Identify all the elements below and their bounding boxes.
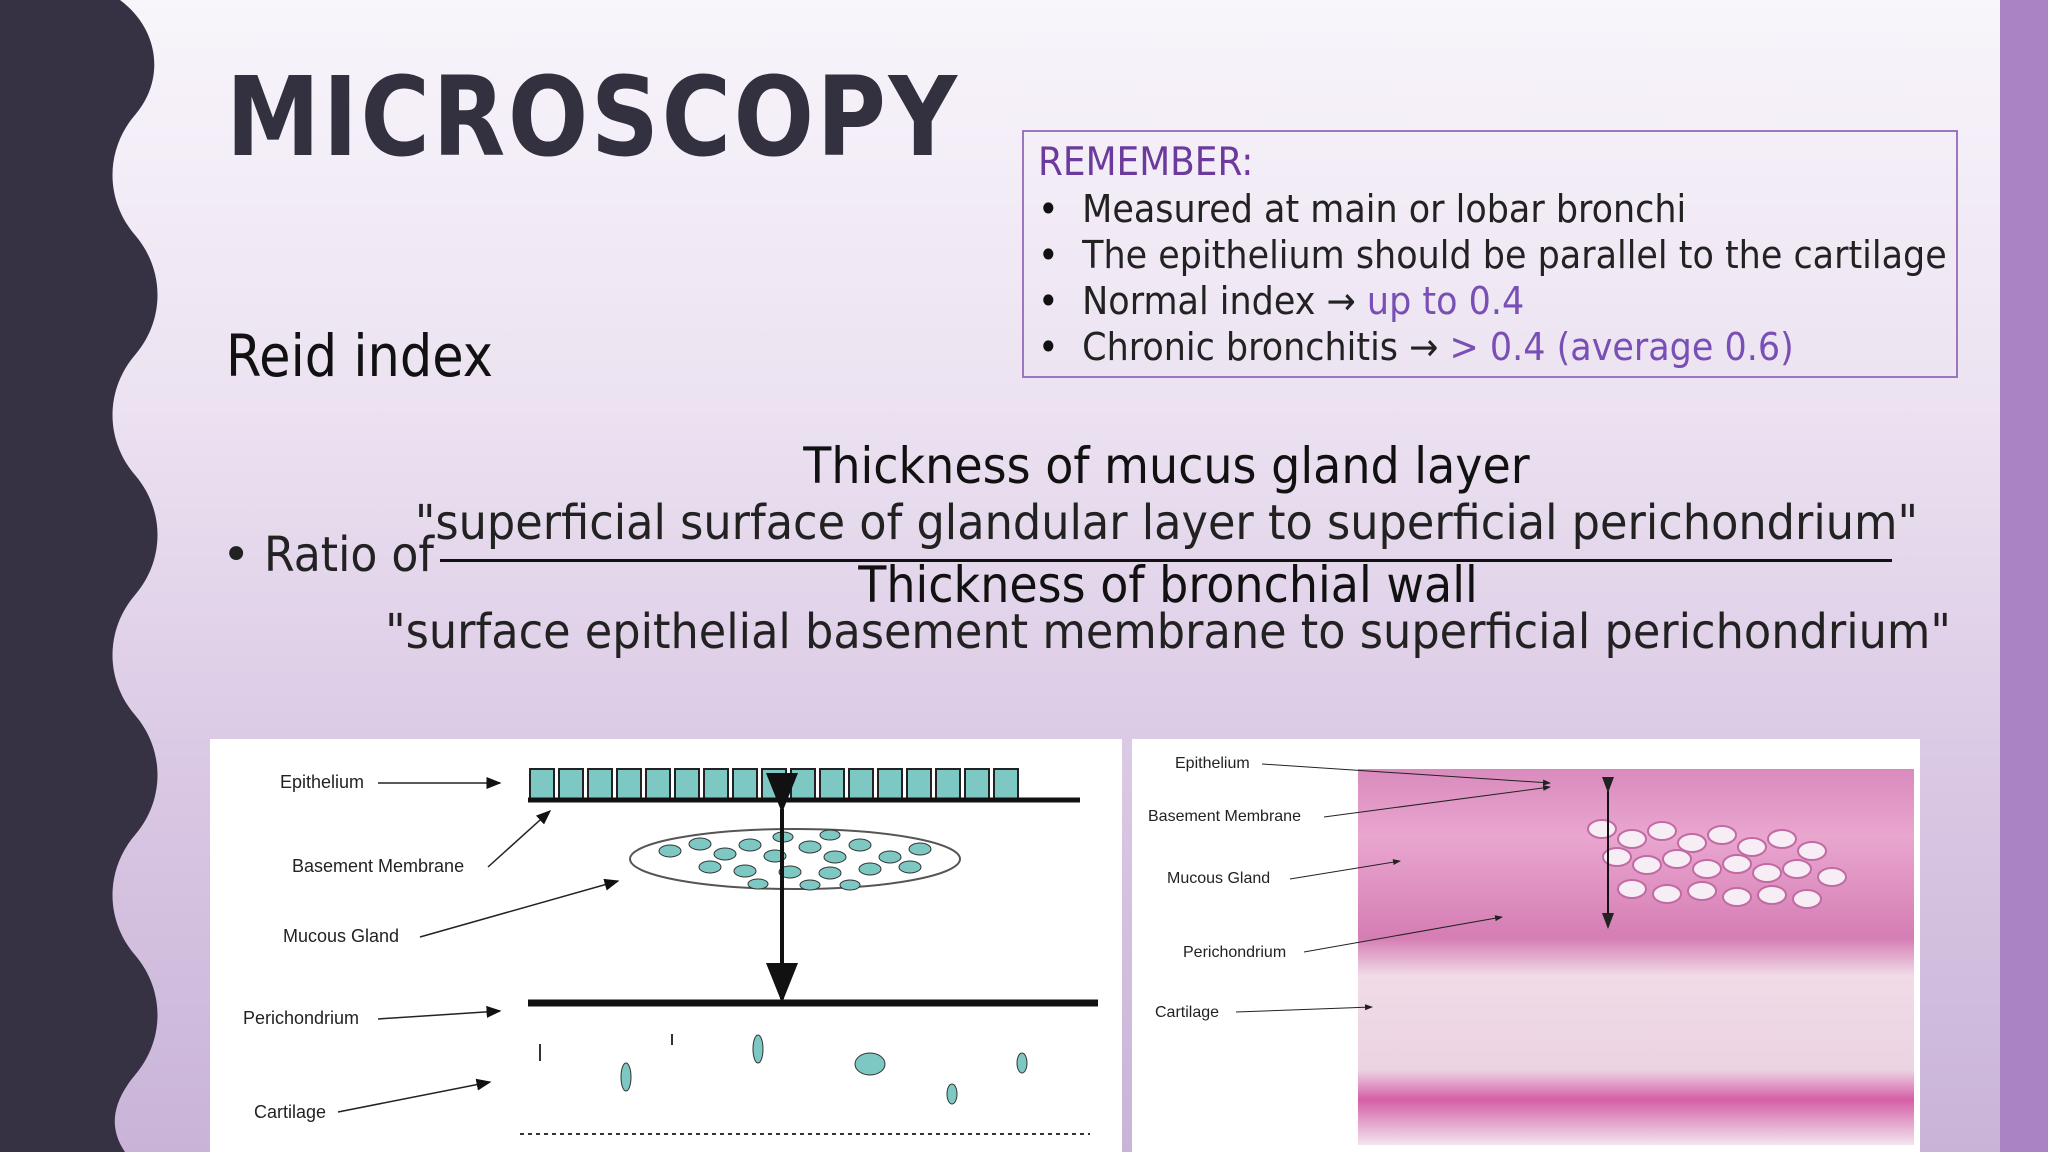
label-mucous-gland: Mucous Gland	[1167, 870, 1270, 887]
schematic-diagram: Epithelium Basement Membrane Mucous Glan…	[210, 739, 1122, 1152]
epithelium-cells	[528, 769, 1080, 800]
label-perichondrium: Perichondrium	[243, 1008, 359, 1028]
histology-svg: Epithelium Basement Membrane Mucous Glan…	[1132, 739, 1920, 1152]
label-basement-membrane: Basement Membrane	[292, 856, 464, 876]
tissue-section	[1358, 769, 1914, 1145]
label-mucous-gland: Mucous Gland	[283, 926, 399, 946]
label-perichondrium: Perichondrium	[1183, 944, 1286, 961]
mucous-gland	[630, 829, 960, 890]
reid-formula: • Ratio of Thickness of mucus gland laye…	[0, 0, 2048, 700]
label-cartilage: Cartilage	[1155, 1004, 1219, 1021]
label-epithelium: Epithelium	[1175, 755, 1250, 772]
label-basement-membrane: Basement Membrane	[1148, 808, 1301, 825]
denominator-description: "surface epithelial basement membrane to…	[82, 604, 2048, 660]
histology-micrograph: Epithelium Basement Membrane Mucous Glan…	[1132, 739, 1920, 1152]
label-epithelium: Epithelium	[280, 772, 364, 792]
cartilage-cells	[520, 1034, 1090, 1134]
schematic-svg: Epithelium Basement Membrane Mucous Glan…	[210, 739, 1122, 1152]
numerator-title: Thickness of mucus gland layer	[93, 437, 2048, 495]
label-cartilage: Cartilage	[254, 1102, 326, 1122]
numerator-description: "superficial surface of glandular layer …	[82, 495, 2048, 551]
